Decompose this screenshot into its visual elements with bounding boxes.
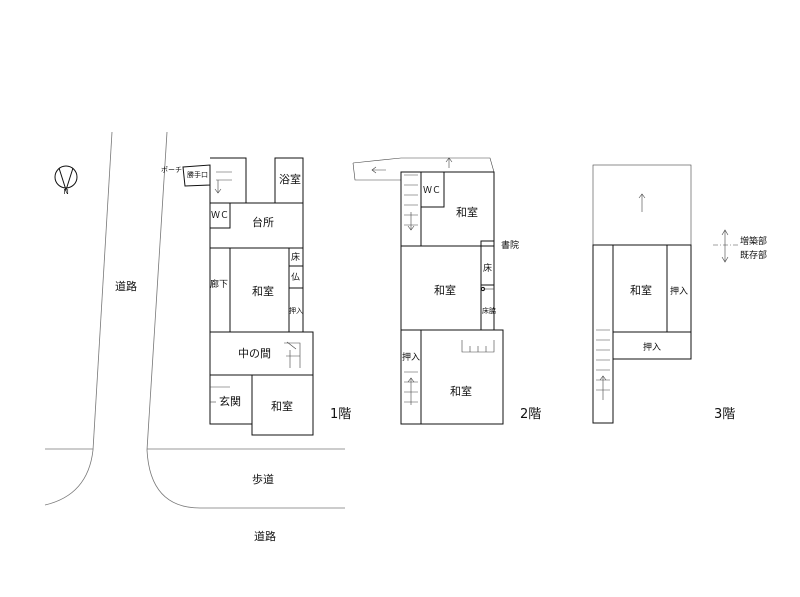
f3-oshiire-side-label: 押入 (670, 285, 688, 297)
f1-corridor (209, 247, 231, 333)
f1-washitsu-front-label: 和室 (271, 399, 293, 413)
f1-oshiire-label: 押入 (289, 306, 303, 315)
f2-tokonoma-label: 床 (483, 262, 492, 274)
f1-washitsu-main-label: 和室 (252, 284, 274, 298)
f1-nakanoma-label: 中の間 (238, 347, 271, 360)
floor3-label: 3階 (714, 407, 735, 422)
f2-stair-upper (400, 171, 422, 247)
arrow-up-icon (445, 157, 453, 168)
arrow-down-icon (721, 256, 729, 263)
f2-washitsu-middle-label: 和室 (434, 283, 456, 297)
arrow-up-icon (721, 229, 729, 236)
direction-arrows (214, 157, 646, 405)
f2-shoin-label: 書院 (501, 239, 519, 251)
f2-oshiire (400, 329, 422, 425)
f1-bath-label: 浴室 (279, 172, 301, 186)
f2-washitsu-lower-label: 和室 (450, 384, 472, 398)
f1-backdoor-label: 勝手口 (187, 170, 208, 179)
f2-wc-room (420, 171, 445, 208)
f3-washitsu-label: 和室 (630, 283, 652, 297)
arrow-down-icon (214, 180, 222, 194)
f3-oshiire-bottom (612, 331, 692, 360)
f1-wc-label: ＷＣ (211, 211, 229, 221)
f2-washitsu-lower (420, 329, 504, 425)
f1-kitchen-label: 台所 (252, 215, 274, 229)
arrow-up-icon (599, 375, 607, 400)
floor2-plan (352, 157, 504, 425)
f1-washitsu-front (251, 374, 314, 436)
extension-legend (713, 229, 738, 263)
road-bottom-label: 道路 (254, 529, 276, 543)
floor1-label: 1階 (330, 407, 351, 422)
site-roads (44, 131, 345, 509)
f3-oshiire-bottom-label: 押入 (643, 341, 661, 353)
north-label: N (64, 188, 69, 196)
legend-existing-label: 既存部 (740, 249, 767, 261)
road-left-label: 道路 (115, 279, 137, 293)
f2-tokowaki-label: 床脇 (482, 306, 496, 315)
f2-wc-label: ＷＣ (423, 186, 441, 196)
north-arrow-icon (58, 167, 74, 192)
north-compass: N (54, 165, 78, 196)
arrow-up-icon (638, 193, 646, 212)
f1-corridor-label: 廊下 (210, 278, 228, 290)
arrow-left-icon (371, 166, 386, 174)
floor2-label: 2階 (520, 407, 541, 422)
f1-tokonoma-label: 床 (291, 251, 300, 263)
legend-extension-label: 増築部 (740, 235, 767, 247)
floor1-plan (182, 157, 314, 436)
f1-genkan-label: 玄関 (219, 394, 241, 408)
arrow-down-icon (407, 212, 415, 231)
arrow-up-icon (407, 377, 415, 405)
floor3-plan (592, 164, 692, 424)
f2-washitsu-upper-label: 和室 (456, 205, 478, 219)
f1-porch-label: ポーチ (161, 166, 182, 174)
sidewalk-label: 歩道 (252, 472, 274, 486)
f1-butsudan-label: 仏 (291, 272, 300, 283)
f2-oshiire-label: 押入 (402, 351, 420, 363)
